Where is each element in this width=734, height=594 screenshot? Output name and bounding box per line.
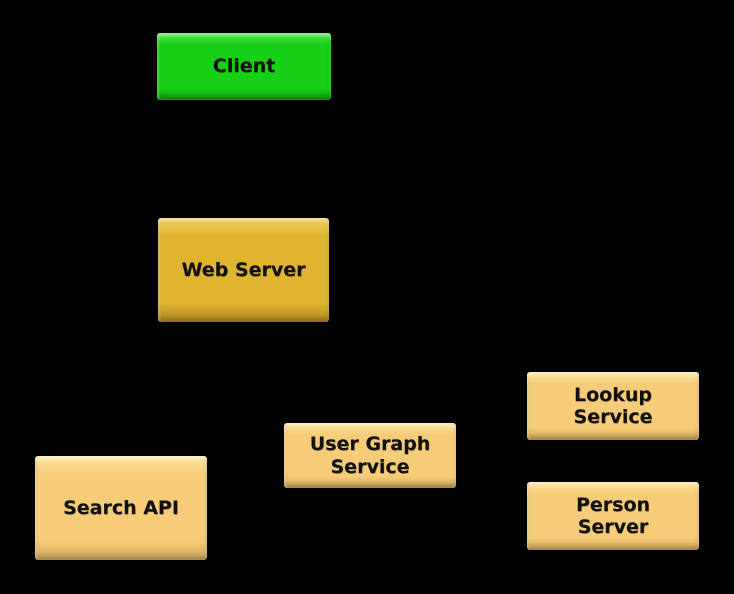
node-label: Client [212, 55, 276, 78]
node-person-server: Person Server [527, 482, 699, 550]
node-client: Client [157, 33, 331, 100]
node-label: Web Server [181, 258, 306, 281]
node-web-server: Web Server [158, 218, 329, 322]
node-label: Search API [63, 496, 179, 519]
node-label: User Graph Service [309, 433, 431, 478]
node-lookup-service: Lookup Service [527, 372, 699, 440]
node-label: Lookup Service [573, 383, 653, 428]
node-search-api: Search API [35, 456, 207, 560]
node-user-graph-service: User Graph Service [284, 423, 456, 488]
node-label: Person Server [575, 493, 651, 538]
